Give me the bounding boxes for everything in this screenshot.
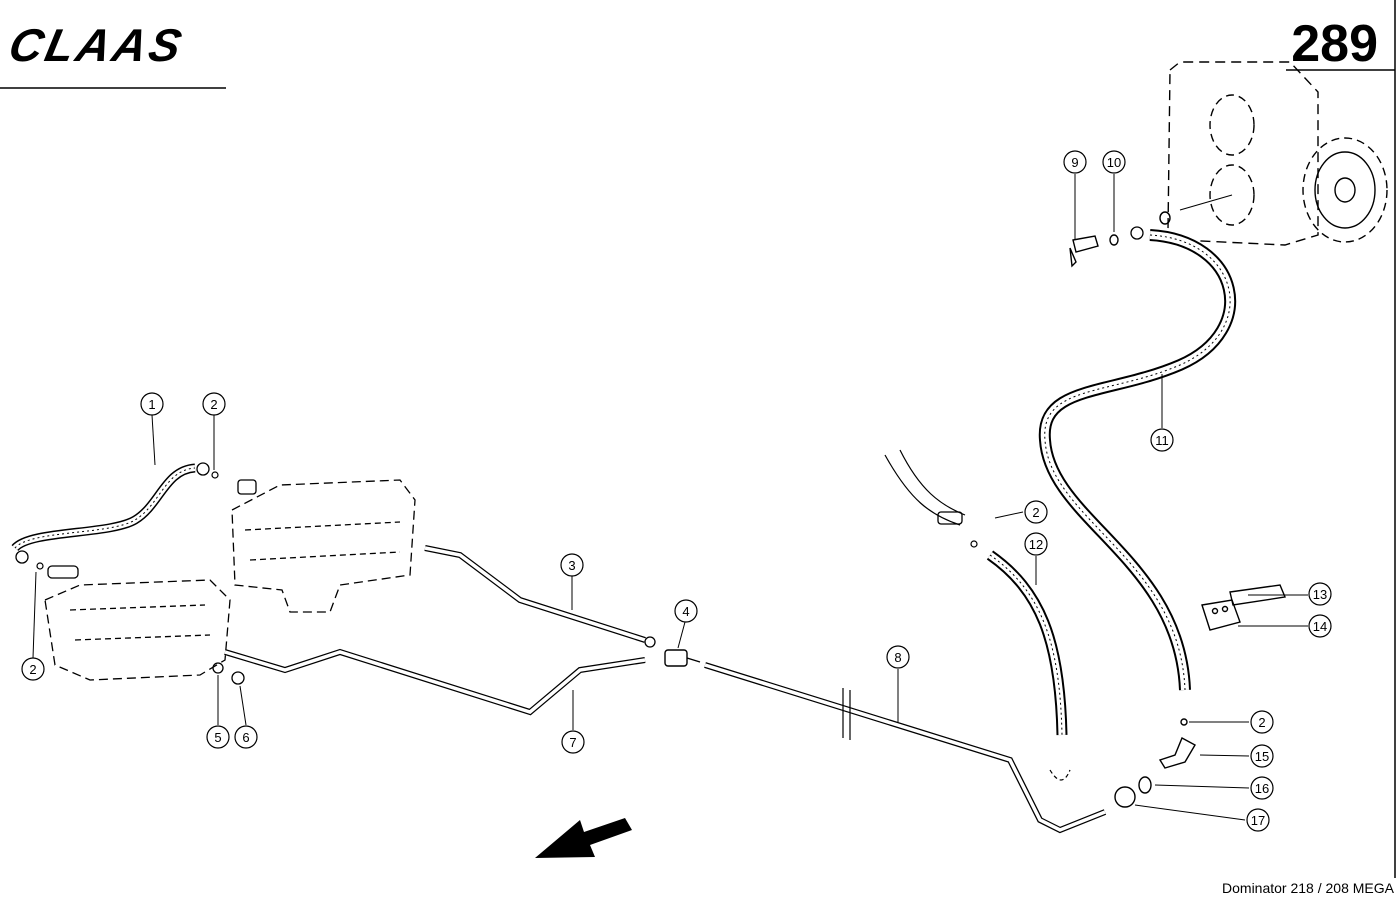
callout-7: 7 (561, 730, 585, 754)
svg-text:10: 10 (1107, 155, 1121, 170)
svg-text:16: 16 (1255, 781, 1269, 796)
svg-text:15: 15 (1255, 749, 1269, 764)
callout-3: 3 (560, 553, 584, 577)
svg-text:17: 17 (1251, 813, 1265, 828)
svg-text:9: 9 (1071, 155, 1078, 170)
callout-13: 13 (1308, 582, 1332, 606)
hose-11 (1038, 226, 1237, 691)
svg-text:12: 12 (1029, 537, 1043, 552)
clamp-13-14 (1201, 584, 1286, 631)
callout-4: 4 (674, 599, 698, 623)
svg-text:5: 5 (214, 730, 221, 745)
leader-lines (32, 174, 1308, 821)
svg-text:11: 11 (1155, 433, 1169, 448)
callout-8: 8 (886, 645, 910, 669)
svg-text:1: 1 (148, 397, 155, 412)
callout-15: 15 (1250, 744, 1274, 768)
fittings-15-16-17 (1069, 211, 1196, 808)
sheet-frame (0, 0, 1396, 878)
callout-10: 10 (1102, 150, 1126, 174)
callout-12: 12 (1024, 532, 1048, 556)
model-caption: Dominator 218 / 208 MEGA (1222, 880, 1394, 896)
direction-arrow (535, 818, 632, 858)
callout-2b: 2 (21, 657, 45, 681)
valve-block-lower (44, 565, 231, 681)
page-number: 289 (1291, 15, 1378, 73)
hose-1 (11, 462, 219, 570)
svg-text:3: 3 (568, 558, 575, 573)
tube-7 (212, 648, 646, 716)
callout-2d: 2 (1250, 710, 1274, 734)
svg-text:13: 13 (1313, 587, 1327, 602)
tee-fitting-4 (664, 649, 701, 667)
svg-text:8: 8 (894, 650, 901, 665)
svg-text:2: 2 (1032, 505, 1039, 520)
callout-5: 5 (206, 725, 230, 749)
pump-housing (1167, 61, 1388, 246)
svg-text:2: 2 (210, 397, 217, 412)
callout-6: 6 (234, 725, 258, 749)
callouts: 1 2 2 3 4 5 6 7 8 9 10 11 2 12 13 14 2 1… (21, 150, 1332, 832)
svg-text:2: 2 (29, 662, 36, 677)
svg-text:2: 2 (1258, 715, 1265, 730)
callout-11: 11 (1150, 428, 1174, 452)
callout-14: 14 (1308, 614, 1332, 638)
callout-17: 17 (1246, 808, 1270, 832)
tube-3 (424, 545, 656, 648)
callout-9: 9 (1063, 150, 1087, 174)
svg-text:7: 7 (569, 735, 576, 750)
callout-1: 1 (140, 392, 164, 416)
tube-8 (704, 662, 1107, 834)
svg-text:6: 6 (242, 730, 249, 745)
valve-block-upper (231, 479, 416, 613)
hose-12 (884, 449, 1071, 781)
svg-text:4: 4 (682, 604, 689, 619)
callout-2a: 2 (202, 392, 226, 416)
svg-text:14: 14 (1313, 619, 1327, 634)
callout-2c: 2 (1024, 500, 1048, 524)
callout-16: 16 (1250, 776, 1274, 800)
